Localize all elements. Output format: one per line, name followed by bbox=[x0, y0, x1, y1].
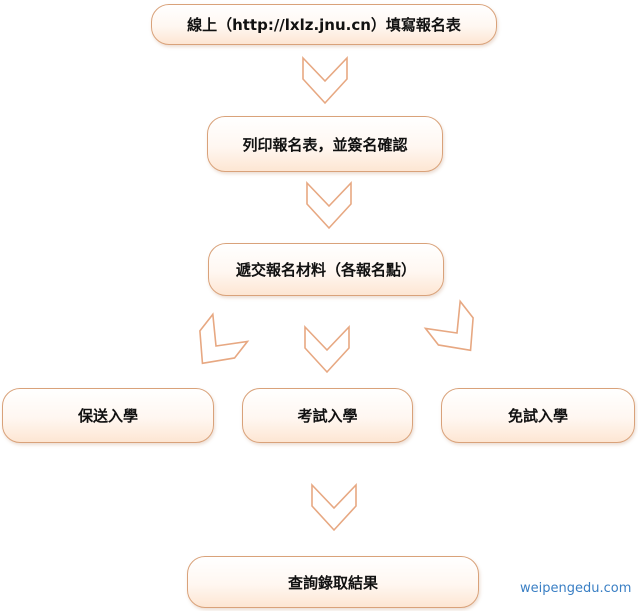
option-recommended-admission-label: 保送入學 bbox=[77, 407, 138, 425]
option-exam-free-admission: 免試入學 bbox=[441, 388, 635, 443]
option-exam-free-admission-label: 免試入學 bbox=[507, 407, 568, 425]
step-print-sign-label: 列印報名表，並簽名確認 bbox=[242, 135, 408, 154]
step-fill-form: 線上（http://lxlz.jnu.cn）填寫報名表 bbox=[151, 4, 497, 45]
arrow-to-center-option bbox=[304, 325, 350, 374]
arrow-to-right-option bbox=[423, 299, 474, 352]
option-recommended-admission: 保送入學 bbox=[2, 388, 214, 443]
option-exam-admission: 考試入學 bbox=[242, 388, 413, 443]
arrow-down-1 bbox=[302, 56, 348, 105]
watermark-text: weipengedu.com bbox=[520, 581, 632, 596]
step-check-results: 查詢錄取結果 bbox=[187, 556, 479, 608]
step-fill-form-label: 線上（http://lxlz.jnu.cn）填寫報名表 bbox=[187, 16, 461, 34]
arrow-down-2 bbox=[306, 181, 352, 230]
step-check-results-label: 查詢錄取結果 bbox=[287, 573, 378, 592]
step-submit-materials-label: 遞交報名材料（各報名點） bbox=[235, 261, 416, 279]
option-exam-admission-label: 考試入學 bbox=[297, 407, 358, 425]
arrow-to-left-option bbox=[199, 312, 250, 365]
step-print-sign: 列印報名表，並簽名確認 bbox=[207, 116, 443, 172]
arrow-down-final bbox=[311, 483, 357, 532]
step-submit-materials: 遞交報名材料（各報名點） bbox=[208, 243, 444, 296]
